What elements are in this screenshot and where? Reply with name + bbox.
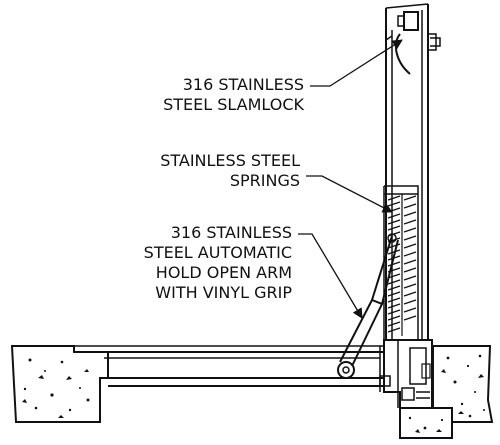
door-leaf-open — [385, 3, 429, 340]
concrete-slab-left — [10, 345, 109, 423]
concrete-aggregate-right — [441, 354, 485, 418]
callout-slamlock: 316 STAINLESS STEEL SLAMLOCK — [163, 75, 304, 114]
callout-springs: STAINLESS STEEL SPRINGS — [160, 151, 300, 190]
concrete-pad-bottom — [399, 407, 453, 439]
callout-arm-line3: HOLD OPEN ARM — [156, 263, 292, 282]
callout-arm-line1: 316 STAINLESS — [171, 223, 292, 242]
leader-lines — [298, 39, 403, 319]
hatch-frame — [74, 345, 384, 392]
concrete-aggregate-left — [22, 358, 90, 418]
hold-open-arm — [337, 233, 399, 379]
callout-springs-line1: STAINLESS STEEL — [160, 151, 300, 170]
spring-assembly — [383, 185, 419, 340]
concrete-slab-right — [432, 345, 494, 423]
callout-slamlock-line2: STEEL SLAMLOCK — [163, 95, 304, 114]
callout-arm: 316 STAINLESS STEEL AUTOMATIC HOLD OPEN … — [144, 223, 293, 302]
frame-bracket-assembly — [379, 339, 433, 409]
callout-arm-line4: WITH VINYL GRIP — [155, 283, 292, 302]
callout-arm-line2: STEEL AUTOMATIC — [144, 243, 292, 262]
callout-slamlock-line1: 316 STAINLESS — [183, 75, 304, 94]
callout-springs-line2: SPRINGS — [230, 171, 300, 190]
slamlock-mechanism — [385, 11, 441, 75]
